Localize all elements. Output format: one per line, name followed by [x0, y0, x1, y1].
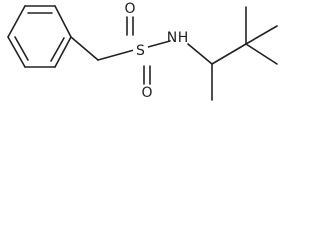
ring-bond [7, 5, 26, 38]
nitrogen-label: N [167, 30, 177, 46]
ch-to-quaternary-carbon-bond [211, 43, 247, 65]
ring-bond [54, 5, 72, 38]
ring-bond [7, 36, 26, 68]
ring-double-bond-inner [50, 37, 65, 62]
benzene-ring [7, 5, 72, 68]
tert-butyl-methyl-bond [245, 25, 278, 45]
oxygen-bottom-label: O [141, 85, 152, 101]
sulfur-label: S [136, 43, 145, 59]
tert-butyl-methyl-bond [245, 43, 278, 65]
ring-bond [54, 36, 72, 68]
atom-oxygen-bottom: O [141, 85, 152, 101]
nitrogen-to-ch-bond [187, 43, 213, 65]
ring-to-ch2-bond [70, 36, 99, 61]
nh-hydrogen-label: H [178, 30, 189, 46]
atom-oxygen-top: O [124, 1, 135, 17]
sulfur-nitrogen-bond [147, 40, 171, 48]
atom-nitrogen: N H [167, 30, 189, 46]
chemical-structure-diagram: S O O N H [7, 1, 278, 101]
ch2-to-sulfur-bond [97, 49, 135, 61]
oxygen-top-label: O [124, 1, 135, 17]
ring-double-bond-inner [14, 36, 29, 61]
atom-sulfur: S [133, 43, 148, 59]
